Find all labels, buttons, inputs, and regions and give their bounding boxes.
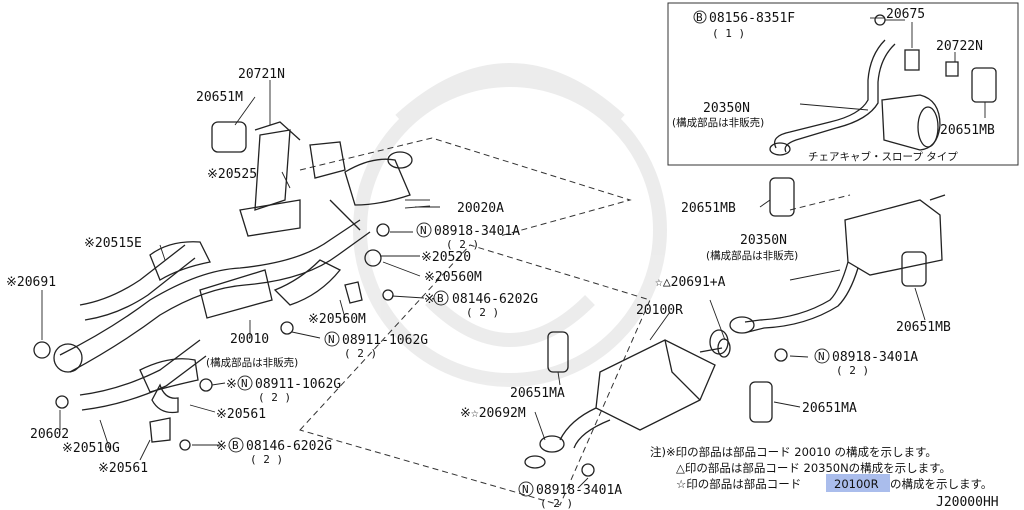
label-20721N: 20721N bbox=[238, 67, 285, 82]
label-20691A: ☆△20691+A bbox=[655, 275, 726, 290]
center-muffler bbox=[524, 329, 773, 477]
inset-mount-label: 20651MB bbox=[940, 123, 995, 138]
svg-text:B: B bbox=[437, 292, 444, 305]
nut-symbol-5: N bbox=[518, 481, 534, 497]
svg-text:B: B bbox=[696, 11, 703, 24]
label-20350N: 20350N bbox=[740, 233, 787, 248]
leader-lines bbox=[41, 80, 926, 489]
inset-clip-label: 20722N bbox=[936, 39, 983, 54]
rear-region-link bbox=[789, 194, 851, 211]
label-20020A: 20020A bbox=[457, 201, 504, 216]
svg-text:N: N bbox=[818, 350, 825, 363]
inset-muffler-note: (構成部品は非販売) bbox=[672, 116, 764, 129]
nut-symbol-2: N bbox=[324, 331, 340, 347]
label-b2-qty: ( 2 ) bbox=[250, 453, 283, 466]
label-20651M: 20651M bbox=[196, 90, 243, 105]
note-line-3-post: の構成を示します。 bbox=[890, 477, 992, 491]
bolt-symbol-2: B bbox=[228, 437, 244, 453]
label-n5-code: 08918-3401A bbox=[536, 483, 622, 498]
label-20510G: ※20510G bbox=[62, 441, 120, 456]
label-20602: 20602 bbox=[30, 427, 69, 442]
label-20350N-note: (構成部品は非販売) bbox=[706, 249, 798, 262]
label-n1-code: 08918-3401A bbox=[434, 224, 520, 239]
label-20651MB-a: 20651MB bbox=[681, 201, 736, 216]
label-20691: ※20691 bbox=[6, 275, 56, 290]
converter-region bbox=[299, 137, 632, 237]
label-20651MA-a: 20651MA bbox=[510, 386, 565, 401]
rear-muffler bbox=[729, 177, 946, 362]
label-b2-prefix: ※ bbox=[216, 439, 227, 454]
svg-text:N: N bbox=[241, 377, 248, 390]
svg-text:B: B bbox=[232, 439, 239, 452]
label-n2-code: 08911-1062G bbox=[342, 333, 428, 348]
label-20560M-b: ※20560M bbox=[308, 312, 366, 327]
nut-symbol-3: N bbox=[237, 375, 253, 391]
label-20651MA-b: 20651MA bbox=[802, 401, 857, 416]
label-20010-note: (構成部品は非販売) bbox=[206, 356, 298, 369]
note-line-3-pre: ☆印の部品は部品コード bbox=[676, 477, 801, 491]
label-20100R: 20100R bbox=[636, 303, 683, 318]
label-20010: 20010 bbox=[230, 332, 269, 347]
label-n4-code: 08918-3401A bbox=[832, 350, 918, 365]
label-n2-qty: ( 2 ) bbox=[344, 347, 377, 360]
note-line-2: △印の部品は部品コード 20350Nの構成を示します。 bbox=[676, 461, 951, 475]
label-n3-prefix: ※ bbox=[226, 377, 237, 392]
label-n1-qty: ( 2 ) bbox=[446, 238, 479, 251]
diagram-code: J20000HH bbox=[936, 495, 999, 510]
inset-frame bbox=[667, 2, 1019, 166]
inset-muffler bbox=[769, 14, 997, 156]
label-20651MB-b: 20651MB bbox=[896, 320, 951, 335]
label-b1-code: 08146-6202G bbox=[452, 292, 538, 307]
center-muffler-region bbox=[299, 244, 651, 506]
inset-bolt-qty: ( 1 ) bbox=[712, 27, 745, 40]
inset-muffler-label: 20350N bbox=[703, 101, 750, 116]
label-20561-a: ※20561 bbox=[216, 407, 266, 422]
note-line-3-code: 20100R bbox=[834, 477, 879, 491]
label-20692M: ※☆20692M bbox=[460, 406, 526, 421]
label-20560M-a: ※20560M bbox=[424, 270, 482, 285]
label-n3-qty: ( 2 ) bbox=[258, 391, 291, 404]
svg-text:N: N bbox=[522, 483, 529, 496]
note-highlight bbox=[826, 474, 890, 492]
svg-text:N: N bbox=[328, 333, 335, 346]
note-line-1: 注)※印の部品は部品コード 20010 の構成を示します。 bbox=[650, 445, 937, 459]
label-20561-b: ※20561 bbox=[98, 461, 148, 476]
nut-symbol-4: N bbox=[814, 348, 830, 364]
label-20520: ※20520 bbox=[421, 250, 471, 265]
inset-bracket-label: 20675 bbox=[886, 7, 925, 22]
label-b2-code: 08146-6202G bbox=[246, 439, 332, 454]
inset-bolt-code: 08156-8351F bbox=[709, 11, 795, 26]
label-n3-code: 08911-1062G bbox=[255, 377, 341, 392]
label-n5-qty: ( 2 ) bbox=[540, 497, 573, 510]
label-b1-prefix: ※ bbox=[424, 292, 435, 307]
front-pipe-assembly bbox=[33, 121, 431, 451]
label-20525: ※20525 bbox=[207, 167, 257, 182]
label-20515E: ※20515E bbox=[84, 236, 142, 251]
inset-caption: チェアキャブ・スロープ タイプ bbox=[808, 150, 958, 163]
label-n4-qty: ( 2 ) bbox=[836, 364, 869, 377]
svg-text:N: N bbox=[420, 224, 427, 237]
note-line-3: ☆印の部品は部品コード 20100R の構成を示します。 bbox=[676, 477, 992, 491]
label-b1-qty: ( 2 ) bbox=[466, 306, 499, 319]
bolt-symbol-1: B bbox=[433, 290, 449, 306]
nut-symbol-1: N bbox=[416, 222, 432, 238]
inset-bolt-symbol: B bbox=[693, 10, 707, 24]
